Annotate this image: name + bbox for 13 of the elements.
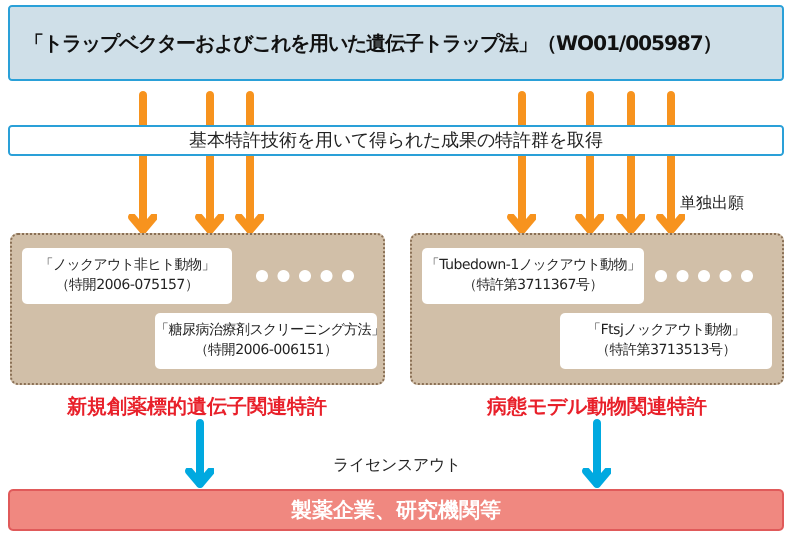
patent-card: 「Tubedown-1ノックアウト動物」 （特許第3711367号） <box>422 248 644 304</box>
banner-box: 基本特許技術を用いて得られた成果の特許群を取得 <box>8 125 784 156</box>
target-box: 製薬企業、研究機関等 <box>8 489 784 531</box>
note-text: ライセンスアウト <box>332 455 462 476</box>
patent-card: 「糖尿病治療剤スクリーニング方法」 （特開2006-006151） <box>155 313 377 369</box>
arrow <box>185 419 215 488</box>
title-box: 「トラップベクターおよびこれを用いた遺伝子トラップ法」（WO01/005987） <box>8 5 784 81</box>
group-heading: 病態モデル動物関連特許 <box>486 393 708 419</box>
patent-card: 「Ftsjノックアウト動物」 （特許第3713513号） <box>560 313 772 369</box>
note-text: 単独出願 <box>680 193 745 214</box>
patent-card: 「ノックアウト非ヒト動物」 （特開2006-075157） <box>22 248 232 304</box>
arrow <box>582 419 612 488</box>
group-heading: 新規創薬標的遺伝子関連特許 <box>66 393 328 419</box>
